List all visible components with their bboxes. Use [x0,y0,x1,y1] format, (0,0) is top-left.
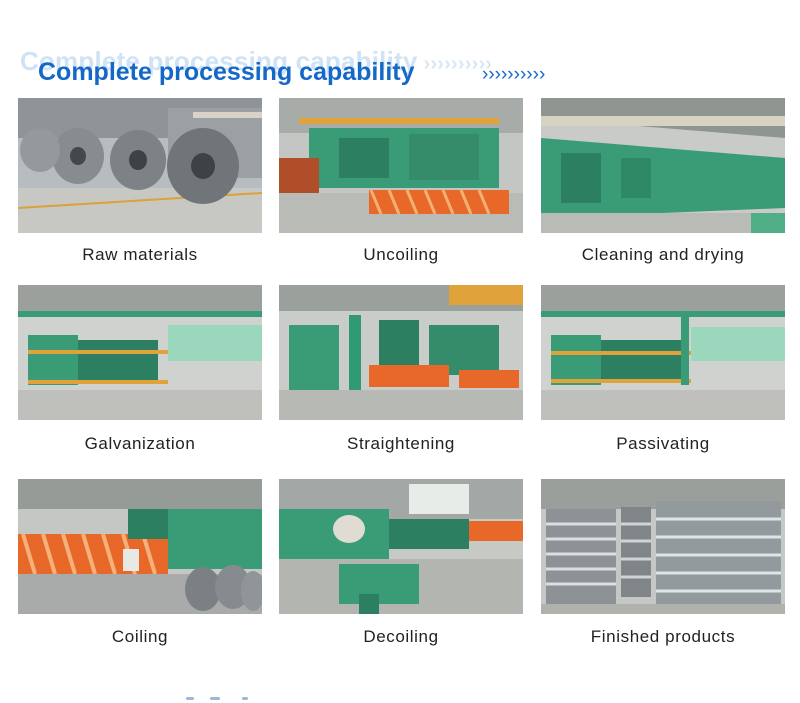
section-title: Complete processing capability [38,58,415,86]
ghost-arrows: ›››››››››› [423,53,493,75]
cleaning-line-image [541,98,785,233]
straightening-machine-image [279,285,523,420]
footer-mark [186,697,194,700]
caption-finished-products: Finished products [590,627,736,646]
footer-mark [210,697,220,700]
steel-coils-image [18,98,262,233]
photo-galvanization [18,285,262,420]
caption-galvanization: Galvanization [84,434,196,453]
photo-finished-products [541,479,785,614]
coiling-machine-image [18,479,262,614]
uncoiling-line-image [279,98,523,233]
photo-coiling [18,479,262,614]
passivating-line-image [541,285,785,420]
decoiling-machine-image [279,479,523,614]
photo-raw-materials [18,98,262,233]
caption-straightening: Straightening [347,434,455,453]
caption-decoiling: Decoiling [363,627,439,646]
ghost-title: Complete processing capability [20,46,418,76]
photo-uncoiling [279,98,523,233]
caption-passivating: Passivating [616,434,710,453]
section-header: Complete processing capability››››››››››… [16,44,716,96]
caption-coiling: Coiling [111,627,169,646]
caption-uncoiling: Uncoiling [363,245,439,264]
partial-footer-text [186,695,266,703]
header-ghost-text: Complete processing capability›››››››››› [20,46,492,77]
photo-decoiling [279,479,523,614]
photo-passivating [541,285,785,420]
galvanizing-line-image [18,285,262,420]
caption-cleaning-drying: Cleaning and drying [581,245,745,264]
caption-raw-materials: Raw materials [82,245,198,264]
photo-cleaning-drying [541,98,785,233]
footer-mark [242,697,248,700]
photo-straightening [279,285,523,420]
steel-sheet-stacks-image [541,479,785,614]
chevron-arrows-icon: ›››››››››› [482,64,546,85]
